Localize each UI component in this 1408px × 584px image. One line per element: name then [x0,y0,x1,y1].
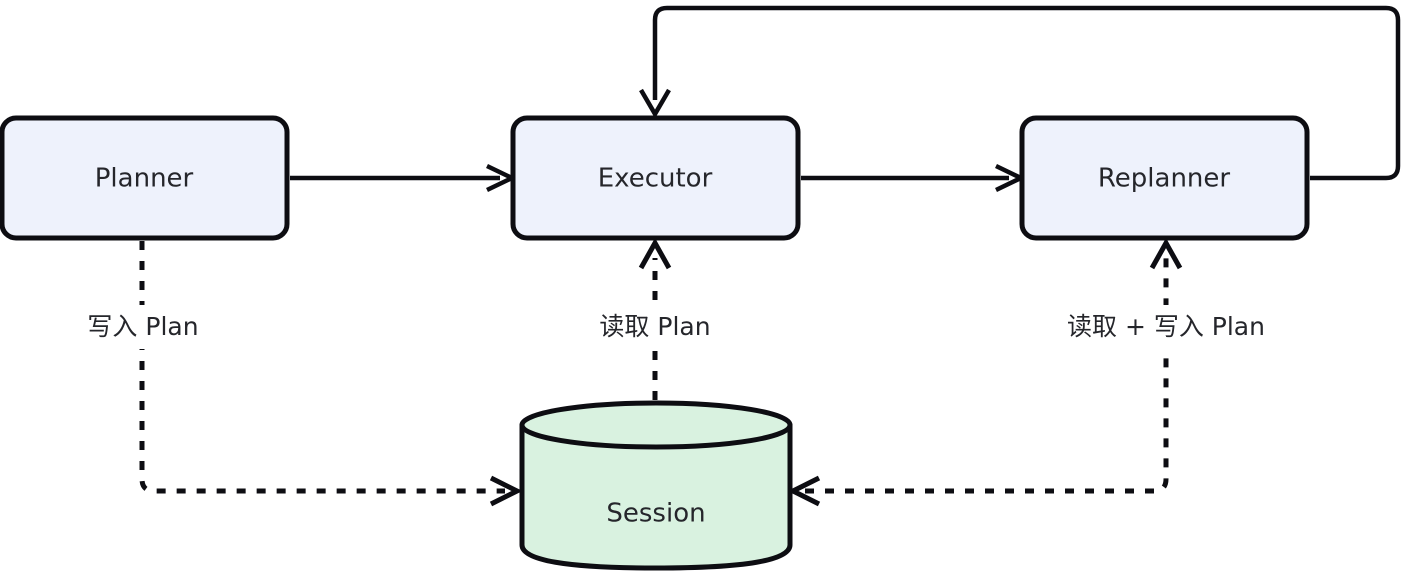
node-planner[interactable]: Planner [0,115,290,241]
edge-replanner-to-executor-loop [639,5,1401,181]
node-session[interactable]: Session [519,400,793,571]
edge-line [805,258,1169,494]
edge-label-text: 读取 + 写入 Plan [1067,312,1265,341]
node-replanner[interactable]: Replanner [1019,115,1310,241]
edge-label-text: 读取 Plan [599,312,710,341]
node-executor[interactable]: Executor [510,115,801,241]
edge-label-read-plan: 读取 Plan [574,305,736,349]
edge-executor-to-replanner [801,163,1027,193]
label-backdrop [574,305,736,349]
arrowhead-icon-2 [787,475,821,507]
arrowhead-icon [489,475,523,507]
edge-planner-to-session [139,241,523,507]
node-replanner-label: Replanner [1098,164,1231,194]
edge-line [652,5,1401,181]
node-session-top[interactable] [519,400,793,450]
arrowhead-icon [639,88,671,119]
edge-session-replanner [787,237,1183,507]
label-backdrop [62,305,224,349]
edge-session-to-executor [638,237,672,400]
arrowhead-icon [638,237,672,270]
node-executor-label: Executor [598,164,713,194]
node-replanner-shape[interactable] [1019,115,1310,241]
node-planner-label: Planner [95,164,194,194]
edge-label-write-plan: 写入 Plan [62,305,224,349]
edge-label-text: 写入 Plan [87,312,198,341]
node-session-body[interactable] [519,422,793,571]
edge-label-read-write-plan: 读取 + 写入 Plan [1052,305,1282,349]
edge-line [139,241,505,494]
arrowhead-icon [1149,237,1183,270]
label-backdrop [1052,305,1282,349]
node-executor-shape[interactable] [510,115,801,241]
node-planner-shape[interactable] [0,115,290,241]
node-session-label: Session [606,499,705,529]
edge-planner-to-executor [290,163,518,193]
